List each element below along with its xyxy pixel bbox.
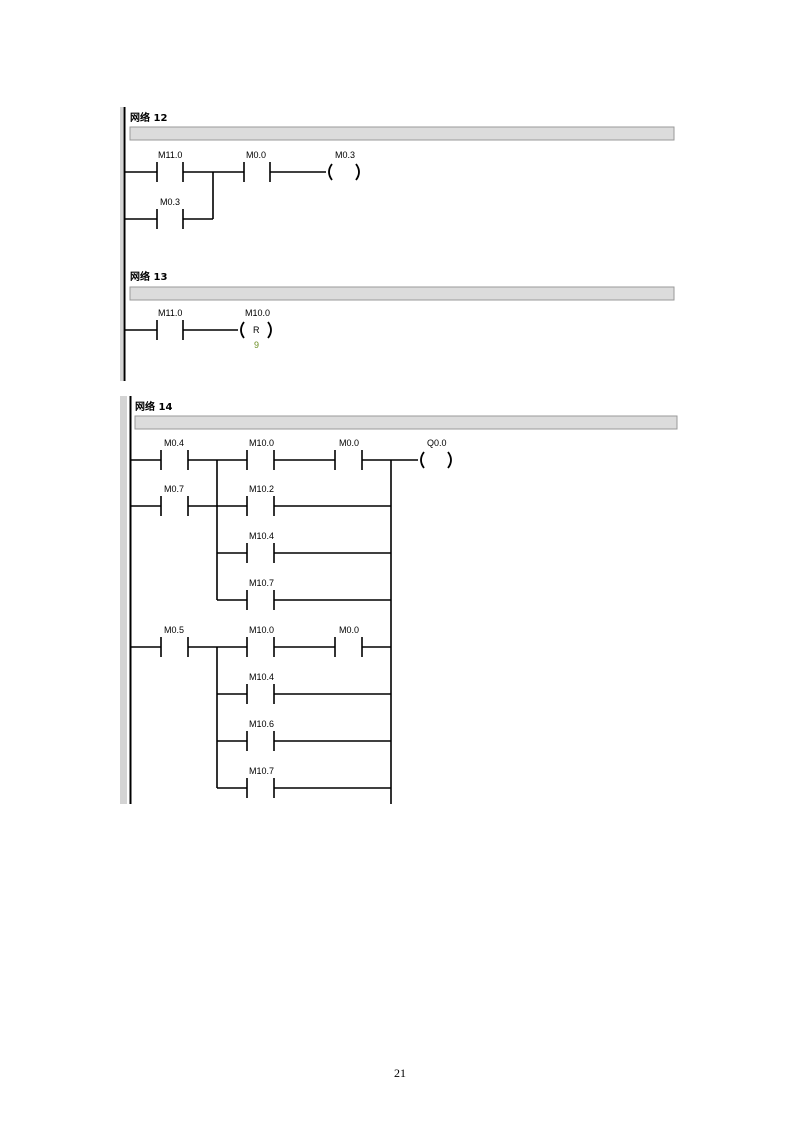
network-comment-bar[interactable] [129, 126, 675, 141]
coil-address: Q0.0 [427, 438, 447, 448]
contact-address: M11.0 [158, 150, 182, 160]
network-comment-bar[interactable] [134, 415, 678, 430]
network-title: 网络 14 [135, 400, 172, 413]
ladder-diagram: 网络 12 M11.0 M0.0 M0.3 M0.3 网络 13 M11.0 M… [120, 107, 678, 804]
contact-address: M10.4 [249, 531, 274, 541]
contact-address: M0.0 [339, 625, 359, 635]
contact-address: M0.5 [164, 625, 184, 635]
contact-address: M11.0 [158, 308, 182, 318]
contact-address: M10.7 [249, 578, 274, 588]
contact[interactable] [246, 684, 275, 704]
coil-address: M10.0 [245, 308, 270, 318]
network-title: 网络 13 [130, 270, 167, 283]
contact[interactable] [246, 543, 275, 563]
contact-address: M10.0 [249, 625, 274, 635]
coil[interactable] [420, 451, 452, 469]
contact[interactable] [160, 450, 189, 470]
contact[interactable] [246, 778, 275, 798]
contact[interactable] [160, 496, 189, 516]
coil-address: M0.3 [335, 150, 355, 160]
contact-address: M0.7 [164, 484, 184, 494]
contact-address: M10.6 [249, 719, 274, 729]
left-gutter [120, 396, 127, 804]
contact[interactable] [246, 637, 275, 657]
contact[interactable] [156, 209, 184, 229]
contact[interactable] [334, 637, 363, 657]
coil-instruction: R [253, 325, 260, 335]
contact[interactable] [156, 320, 184, 340]
left-gutter [120, 107, 123, 381]
network-title: 网络 12 [130, 111, 167, 124]
contact-address: M10.7 [249, 766, 274, 776]
contact-address: M0.4 [164, 438, 184, 448]
contact-address: M10.4 [249, 672, 274, 682]
contact[interactable] [334, 450, 363, 470]
contact[interactable] [243, 162, 271, 182]
contact[interactable] [246, 496, 275, 516]
coil[interactable] [240, 321, 272, 339]
contact-address: M10.2 [249, 484, 274, 494]
contact[interactable] [246, 590, 275, 610]
coil-parameter: 9 [254, 340, 259, 350]
contact[interactable] [156, 162, 184, 182]
network-comment-bar[interactable] [129, 286, 675, 301]
contact-address: M10.0 [249, 438, 274, 448]
contact[interactable] [246, 731, 275, 751]
contact[interactable] [160, 637, 189, 657]
contact[interactable] [246, 450, 275, 470]
coil[interactable] [328, 163, 360, 181]
page-number: 21 [394, 1066, 406, 1080]
contact-address: M0.0 [246, 150, 266, 160]
contact-address: M0.0 [339, 438, 359, 448]
contact-address: M0.3 [160, 197, 180, 207]
